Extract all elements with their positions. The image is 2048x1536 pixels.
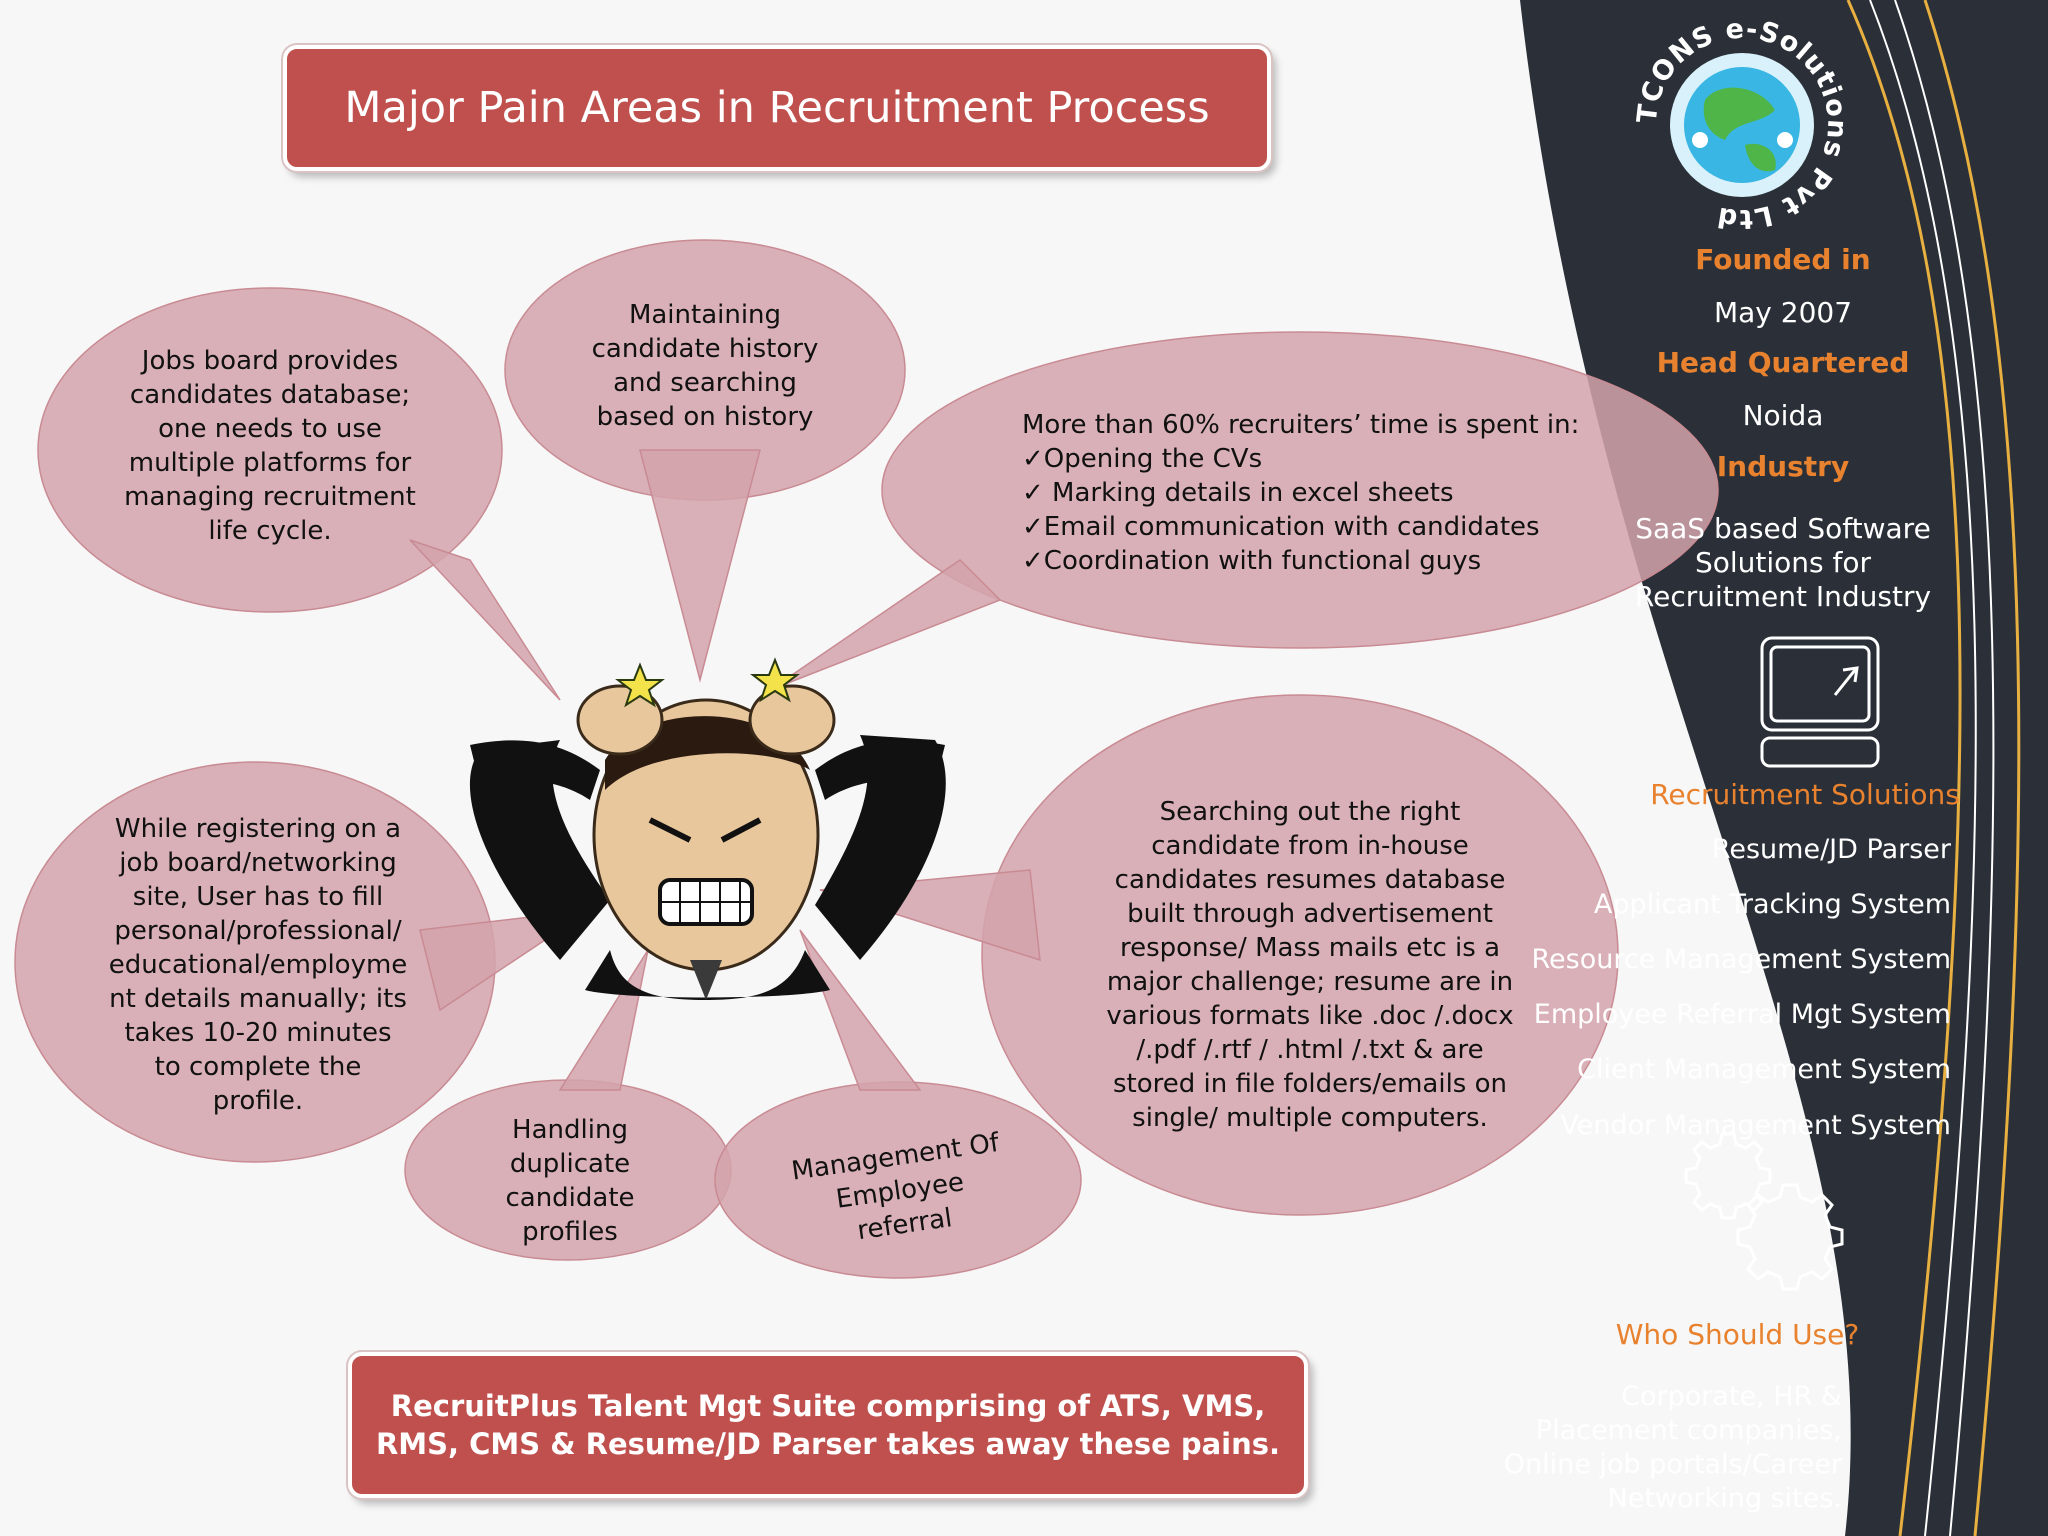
solution-item: Resource Management System <box>1531 944 1951 975</box>
industry-value: SaaS based Software Solutions for Recrui… <box>1634 512 1932 613</box>
bubble-time-spent <box>769 331 1719 691</box>
sidebar-line <box>1846 0 1962 1536</box>
hq-label: Head Quartered <box>1656 346 1910 379</box>
sidebar-panel <box>1520 0 2048 1536</box>
logo-ring-text: ITCONS e-Solutions Pvt Ltd <box>1632 14 1852 234</box>
sidebar-line <box>1923 0 2021 1536</box>
who-label: Who Should Use? <box>1615 1318 1860 1351</box>
sidebar-line <box>1869 0 1977 1536</box>
bubble-duplicate-text: Handling duplicate candidate profiles <box>505 1115 635 1247</box>
founded-value: May 2007 <box>1713 296 1853 329</box>
bubble-time-spent-text: More than 60% recruiters’ time is spent … <box>1022 408 1642 578</box>
bubble-history <box>504 239 906 683</box>
bubble-jobs-board-text: Jobs board provides candidates database;… <box>124 346 416 546</box>
hq-value: Noida <box>1742 399 1824 432</box>
svg-text:ITCONS e-Solutions Pvt Ltd: ITCONS e-Solutions Pvt Ltd <box>1632 14 1852 234</box>
time-spent-intro: More than 60% recruiters’ time is spent … <box>1022 410 1580 440</box>
stressed-man-illustration <box>469 657 946 1000</box>
solution-item: Employee Referral Mgt System <box>1533 999 1951 1030</box>
industry-label: Industry <box>1716 450 1850 483</box>
solution-item: Client Management System <box>1577 1054 1951 1085</box>
who-value: Corporate, HR & Placement companies, Onl… <box>1503 1381 1842 1514</box>
logo-globe-icon <box>1670 53 1814 197</box>
bubble-jobs-board <box>37 287 561 701</box>
footer-banner: RecruitPlus Talent Mgt Suite comprising … <box>348 1352 1308 1498</box>
bubble-registering-text: While registering on a job board/network… <box>108 814 408 1116</box>
solution-item: Resume/JD Parser <box>1711 834 1951 865</box>
solution-item: Applicant Tracking System <box>1593 889 1951 920</box>
gears-icon <box>1684 1132 1844 1291</box>
time-spent-item: ✓Email communication with candidates <box>1022 512 1540 542</box>
sidebar-line <box>1894 0 1995 1536</box>
bubble-history-text: Maintaining candidate history and search… <box>591 300 819 432</box>
page-title: Major Pain Areas in Recruitment Process <box>283 45 1271 171</box>
time-spent-item: ✓Coordination with functional guys <box>1022 546 1482 576</box>
time-spent-item: ✓Opening the CVs <box>1022 444 1263 474</box>
solutions-label: Recruitment Solutions <box>1650 778 1960 811</box>
monitor-icon <box>1760 636 1880 768</box>
bubble-searching-text: Searching out the right candidate from i… <box>1106 797 1514 1133</box>
bubble-referral <box>714 929 1082 1279</box>
founded-label: Founded in <box>1695 243 1871 276</box>
time-spent-item: ✓ Marking details in excel sheets <box>1022 478 1454 508</box>
solution-item: Vendor Management System <box>1560 1110 1951 1141</box>
